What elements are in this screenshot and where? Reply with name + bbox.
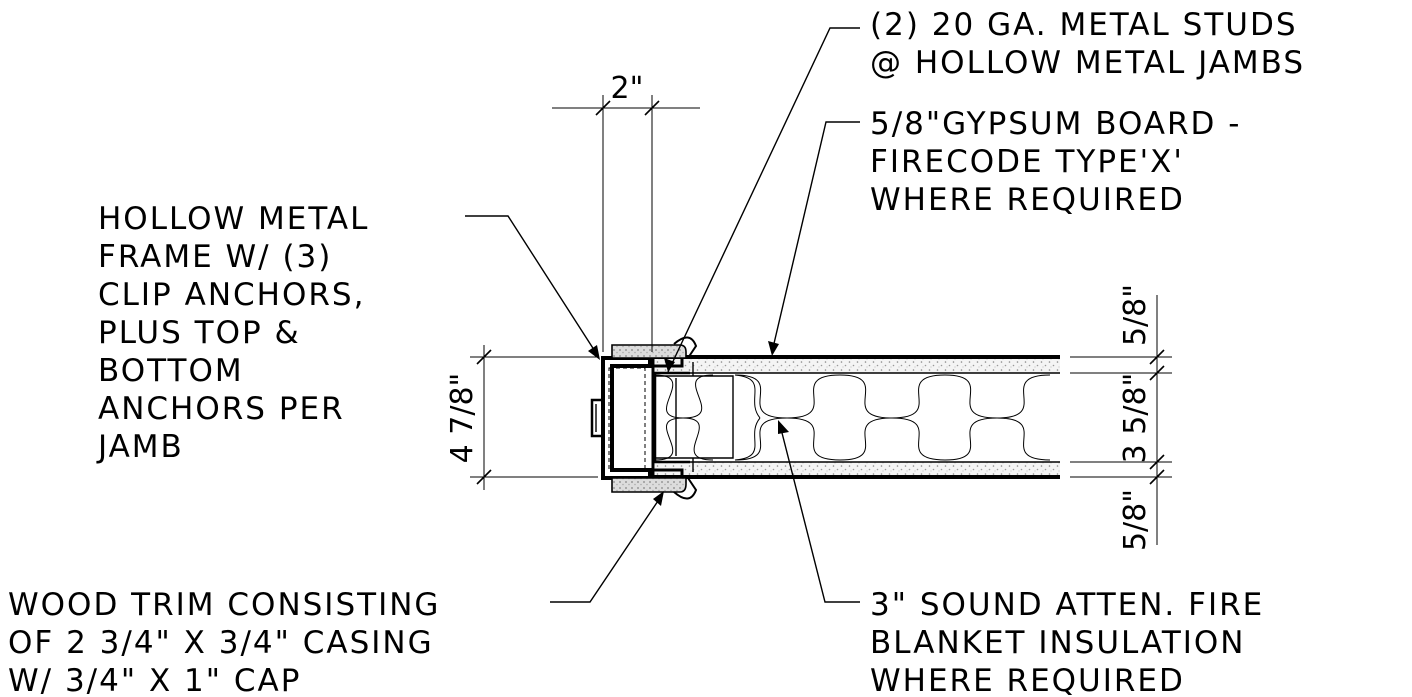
note-frame: HOLLOW METAL FRAME W/ (3) CLIP ANCHORS, … bbox=[96, 201, 369, 465]
svg-text:(2) 20 GA. METAL STUDS: (2) 20 GA. METAL STUDS bbox=[870, 7, 1298, 43]
wall-assembly bbox=[653, 355, 1060, 479]
leader-trim bbox=[550, 494, 663, 603]
wood-trim bbox=[611, 336, 698, 500]
svg-text:WHERE REQUIRED: WHERE REQUIRED bbox=[870, 182, 1185, 218]
svg-text:FRAME W/ (3): FRAME W/ (3) bbox=[98, 239, 332, 275]
svg-text:3" SOUND ATTEN. FIRE: 3" SOUND ATTEN. FIRE bbox=[870, 587, 1264, 623]
dim-gyp-bottom-label: 5/8" bbox=[1118, 489, 1153, 551]
svg-text:HOLLOW METAL: HOLLOW METAL bbox=[98, 201, 369, 237]
note-trim: WOOD TRIM CONSISTING OF 2 3/4" x 3/4" CA… bbox=[8, 587, 440, 697]
svg-text:5/8"GYPSUM BOARD -: 5/8"GYPSUM BOARD - bbox=[870, 106, 1241, 142]
dimension-frame-face: 2" bbox=[552, 71, 700, 352]
svg-text:WOOD TRIM CONSISTING: WOOD TRIM CONSISTING bbox=[8, 587, 440, 623]
dimension-wall: 5/8" 3 5/8" 5/8" bbox=[1070, 284, 1172, 551]
note-insulation: 3" SOUND ATTEN. FIRE BLANKET INSULATION … bbox=[870, 587, 1264, 697]
svg-text:CLIP ANCHORS,: CLIP ANCHORS, bbox=[98, 277, 365, 313]
leader-gypsum bbox=[771, 121, 860, 353]
svg-text:ANCHORS PER: ANCHORS PER bbox=[98, 391, 345, 427]
leader-studs bbox=[667, 27, 860, 373]
leader-lines bbox=[465, 27, 860, 603]
svg-text:FIRECODE TYPE'X': FIRECODE TYPE'X' bbox=[870, 144, 1184, 180]
dim-stud-depth-label: 3 5/8" bbox=[1118, 373, 1153, 464]
metal-studs bbox=[653, 362, 734, 472]
svg-text:@ HOLLOW METAL JAMBS: @ HOLLOW METAL JAMBS bbox=[870, 45, 1305, 81]
note-studs: (2) 20 GA. METAL STUDS @ HOLLOW METAL JA… bbox=[870, 7, 1305, 81]
dim-frame-depth-label: 4 7/8" bbox=[445, 373, 480, 464]
insulation-batt bbox=[654, 374, 1051, 461]
leader-frame bbox=[465, 215, 599, 357]
svg-text:W/ 3/4" x 1" CAP: W/ 3/4" x 1" CAP bbox=[8, 663, 301, 697]
svg-text:PLUS TOP &: PLUS TOP & bbox=[98, 315, 301, 351]
svg-text:WHERE REQUIRED: WHERE REQUIRED bbox=[870, 663, 1185, 697]
note-gypsum: 5/8"GYPSUM BOARD - FIRECODE TYPE'X' WHER… bbox=[870, 106, 1241, 218]
svg-text:OF 2 3/4" x 3/4" CASING: OF 2 3/4" x 3/4" CASING bbox=[8, 625, 434, 661]
dim-frame-face-label: 2" bbox=[611, 71, 644, 106]
dimension-frame-depth: 4 7/8" bbox=[445, 345, 598, 490]
gypsum-board-top bbox=[655, 358, 1060, 373]
svg-text:JAMB: JAMB bbox=[96, 429, 184, 465]
svg-text:BLANKET INSULATION: BLANKET INSULATION bbox=[870, 625, 1246, 661]
dim-gyp-top-label: 5/8" bbox=[1118, 284, 1153, 346]
leader-insulation bbox=[779, 424, 860, 603]
gypsum-board-bottom bbox=[655, 462, 1060, 477]
svg-text:BOTTOM: BOTTOM bbox=[98, 353, 244, 389]
